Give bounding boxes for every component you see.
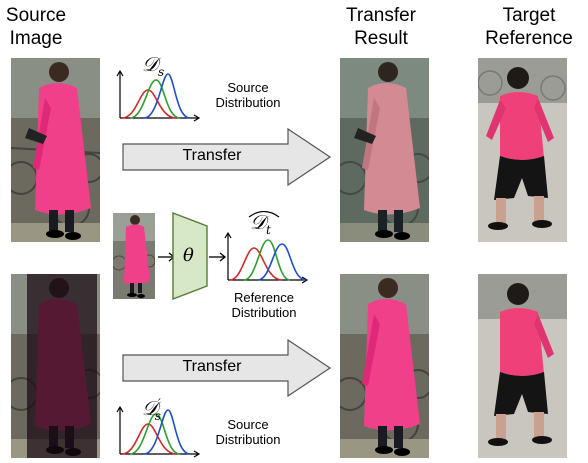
- label-bottom-line2: Distribution: [215, 432, 281, 447]
- transfer-arrow-bottom: [122, 339, 332, 397]
- source-image-top: [11, 58, 100, 242]
- symbol-bottom-prime: ′: [157, 396, 161, 411]
- source-distribution-plot-top: [114, 68, 204, 122]
- reference-curve-red: [229, 247, 283, 281]
- source-bottom-curve-green: [129, 413, 181, 455]
- source-distribution-symbol-top: 𝒟s: [142, 52, 164, 79]
- network-to-distribution-arrow: [208, 250, 228, 262]
- target-reference-top: [478, 58, 567, 242]
- reference-hat: [248, 205, 280, 218]
- label-bottom-line1: Source: [227, 417, 269, 432]
- target-header-line2: Reference: [485, 28, 573, 49]
- transfer-result-header: Transfer Result: [336, 4, 426, 50]
- reference-curve-green: [243, 239, 291, 281]
- source-distribution-plot-bottom: [114, 404, 204, 458]
- reference-thumbnail: [113, 213, 155, 299]
- source-curve-green: [129, 79, 181, 119]
- dark-overlay: [27, 274, 97, 458]
- symbol-middle-sub: t: [265, 223, 271, 237]
- label-middle-line2: Distribution: [231, 305, 297, 320]
- source-bottom-curve-blue: [143, 409, 191, 455]
- transfer-result-top: [340, 58, 429, 242]
- reference-distribution-label: Reference Distribution: [214, 290, 314, 320]
- symbol-top-sub: s: [157, 65, 165, 79]
- source-header-line1: Source: [5, 5, 67, 26]
- reference-curve-blue: [257, 243, 307, 281]
- result-header-line2: Result: [354, 28, 408, 49]
- target-reference-header: Target Reference: [470, 4, 588, 50]
- reference-distribution-symbol: 𝒟t: [250, 210, 271, 237]
- source-header-line2: Image: [9, 28, 63, 49]
- source-curve-blue: [143, 73, 191, 119]
- target-header-line1: Target: [502, 5, 556, 26]
- source-image-header: Source Image: [0, 4, 72, 50]
- target-reference-bottom: [478, 274, 567, 458]
- source-bottom-curve-red: [121, 423, 177, 455]
- network-theta-symbol: θ: [183, 245, 194, 266]
- reference-distribution-plot: [222, 230, 312, 284]
- source-distribution-label-top: Source Distribution: [198, 80, 298, 110]
- symbol-middle: 𝒟: [250, 210, 266, 234]
- symbol-bottom: 𝒟: [142, 396, 158, 420]
- label-middle-line1: Reference: [234, 290, 294, 305]
- transfer-result-bottom: [340, 274, 429, 458]
- transfer-arrow-top-label: Transfer: [182, 147, 242, 164]
- network-theta-block: [172, 211, 208, 301]
- source-distribution-symbol-bottom: 𝒟′s: [142, 396, 161, 423]
- symbol-bottom-sub: s: [154, 409, 161, 423]
- transfer-arrow-top: [122, 128, 332, 186]
- result-header-line1: Transfer: [345, 5, 417, 26]
- label-top-line2: Distribution: [215, 95, 281, 110]
- label-top-line1: Source: [227, 80, 269, 95]
- transfer-arrow-bottom-label: Transfer: [182, 358, 242, 375]
- source-image-bottom: [11, 274, 100, 458]
- symbol-top: 𝒟: [142, 52, 158, 76]
- source-distribution-label-bottom: Source Distribution: [198, 417, 298, 447]
